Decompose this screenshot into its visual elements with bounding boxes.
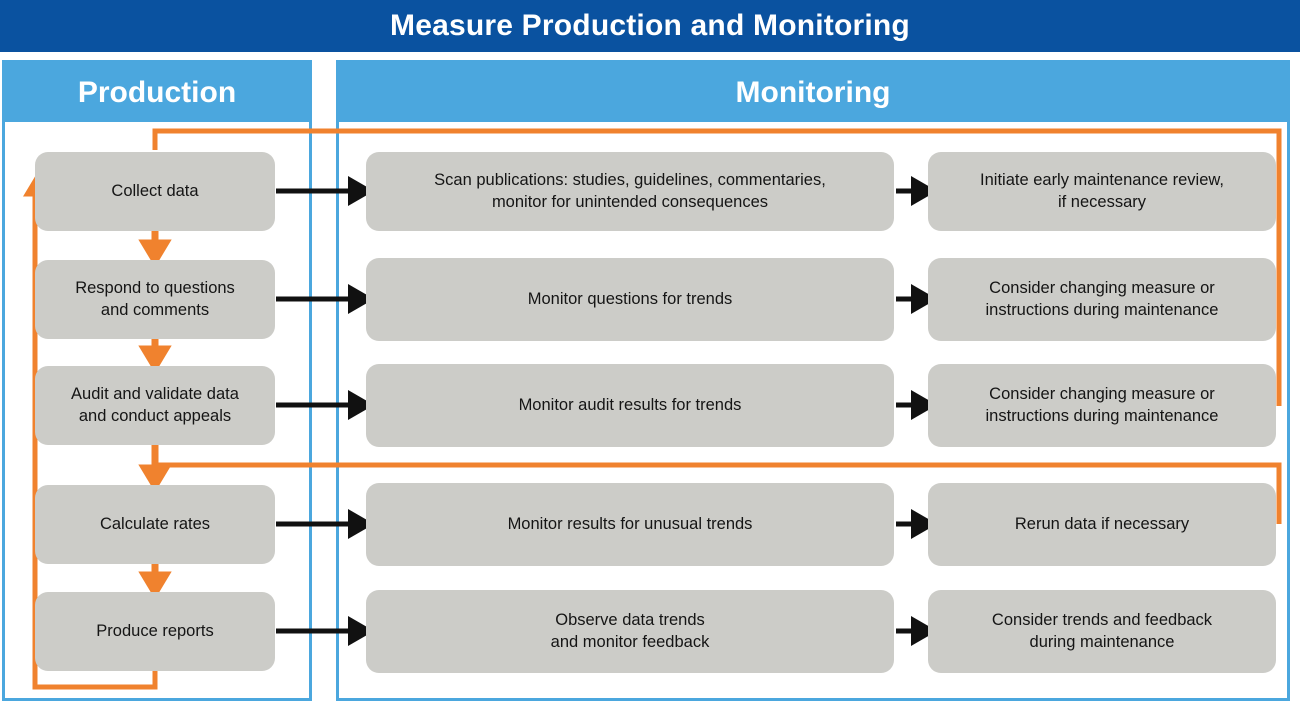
node-label: Respond to questions and comments xyxy=(75,278,235,319)
node-consider-changing-measure-1[interactable]: Consider changing measure or instruction… xyxy=(928,258,1276,341)
node-label: Initiate early maintenance review, if ne… xyxy=(980,170,1224,211)
node-rerun-data[interactable]: Rerun data if necessary xyxy=(928,483,1276,566)
node-label: Consider changing measure or instruction… xyxy=(985,278,1219,319)
node-monitor-audit-results[interactable]: Monitor audit results for trends xyxy=(366,364,894,447)
node-label: Consider trends and feedback during main… xyxy=(991,610,1213,651)
node-calculate-rates[interactable]: Calculate rates xyxy=(35,485,275,564)
node-label: Rerun data if necessary xyxy=(1014,514,1190,533)
node-scan-publications[interactable]: Scan publications: studies, guidelines, … xyxy=(366,152,894,231)
node-label: Consider changing measure or instruction… xyxy=(985,384,1219,425)
node-produce-reports[interactable]: Produce reports xyxy=(35,592,275,671)
node-monitor-questions[interactable]: Monitor questions for trends xyxy=(366,258,894,341)
node-respond-to-questions[interactable]: Respond to questions and comments xyxy=(35,260,275,339)
node-label: Scan publications: studies, guidelines, … xyxy=(434,170,826,211)
panel-title-monitoring: Monitoring xyxy=(735,75,891,109)
page-title: Measure Production and Monitoring xyxy=(390,9,910,42)
node-label: Monitor results for unusual trends xyxy=(507,514,753,533)
panel-header-monitoring: Monitoring xyxy=(339,63,1287,122)
node-consider-trends-feedback[interactable]: Consider trends and feedback during main… xyxy=(928,590,1276,673)
panel-title-production: Production xyxy=(77,75,237,109)
node-collect-data[interactable]: Collect data xyxy=(35,152,275,231)
node-label: Audit and validate data and conduct appe… xyxy=(71,384,239,425)
node-consider-changing-measure-2[interactable]: Consider changing measure or instruction… xyxy=(928,364,1276,447)
node-monitor-results-unusual[interactable]: Monitor results for unusual trends xyxy=(366,483,894,566)
node-observe-data-trends[interactable]: Observe data trends and monitor feedback xyxy=(366,590,894,673)
node-label: Observe data trends and monitor feedback xyxy=(550,610,710,651)
node-audit-and-validate[interactable]: Audit and validate data and conduct appe… xyxy=(35,366,275,445)
node-label: Calculate rates xyxy=(99,514,211,533)
node-label: Collect data xyxy=(111,181,199,200)
node-label: Monitor audit results for trends xyxy=(518,395,742,414)
node-label: Monitor questions for trends xyxy=(527,289,733,308)
node-initiate-early-review[interactable]: Initiate early maintenance review, if ne… xyxy=(928,152,1276,231)
panel-production: Production xyxy=(2,60,312,701)
diagram-title-bar: Measure Production and Monitoring xyxy=(0,0,1300,52)
panel-monitoring: Monitoring xyxy=(336,60,1290,701)
panel-header-production: Production xyxy=(5,63,309,122)
node-label: Produce reports xyxy=(96,621,214,640)
